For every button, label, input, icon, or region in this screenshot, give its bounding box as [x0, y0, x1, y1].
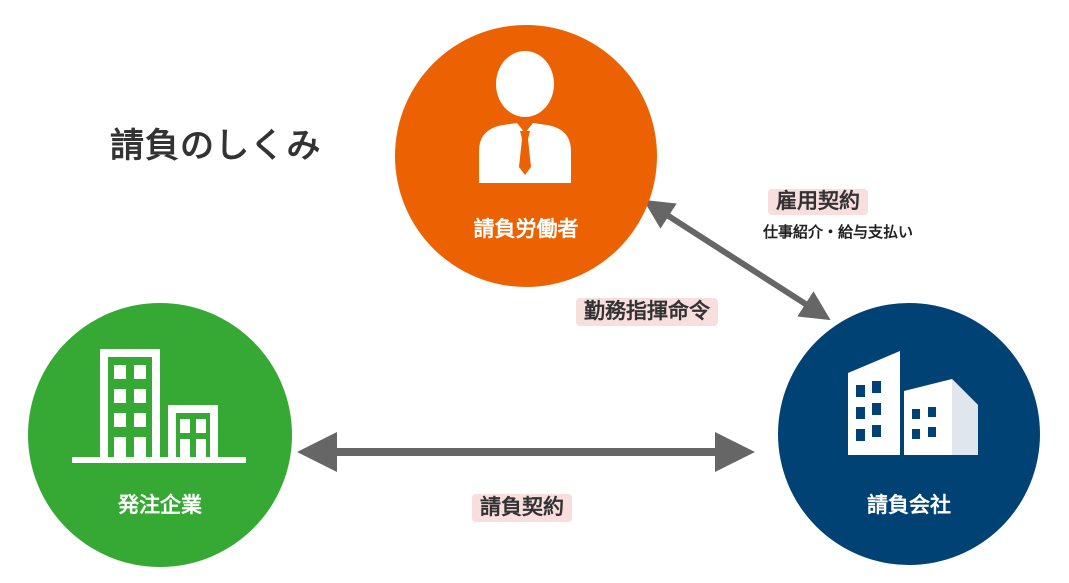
node-client-label: 発注企業: [118, 493, 202, 517]
diagram-title: 請負のしくみ: [110, 126, 322, 166]
node-worker: 請負労働者: [395, 25, 657, 287]
employment-contract-note: 仕事紹介・給与支払い: [763, 223, 914, 241]
employment-arrow: [643, 199, 831, 321]
work-command-label: 勤務指揮命令: [576, 298, 718, 326]
node-contractor-label: 請負会社: [867, 493, 951, 517]
building-icon: [72, 349, 246, 463]
employment-contract-label: 雇用契約: [768, 189, 868, 215]
node-client: 発注企業: [28, 303, 292, 567]
node-worker-label: 請負労働者: [473, 217, 579, 241]
person-icon: [479, 51, 571, 183]
node-contractor: 請負会社: [778, 303, 1040, 565]
subcontract-label: 請負契約: [472, 494, 572, 522]
buildings-icon: [848, 351, 978, 455]
